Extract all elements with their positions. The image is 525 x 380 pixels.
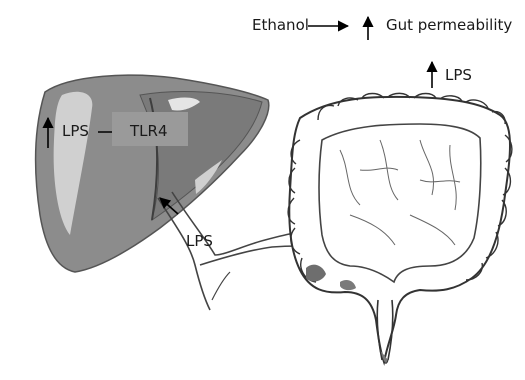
lps-gut-label: LPS [445, 66, 472, 84]
ethanol-label: Ethanol [252, 16, 309, 34]
lps-portal-label: LPS [186, 232, 213, 250]
tlr4-label: TLR4 [130, 122, 168, 140]
lps-liver-label: LPS [62, 122, 89, 140]
liver-shape [36, 75, 269, 272]
colon-shape [288, 93, 512, 363]
gut-permeability-label: Gut permeability [386, 16, 512, 34]
